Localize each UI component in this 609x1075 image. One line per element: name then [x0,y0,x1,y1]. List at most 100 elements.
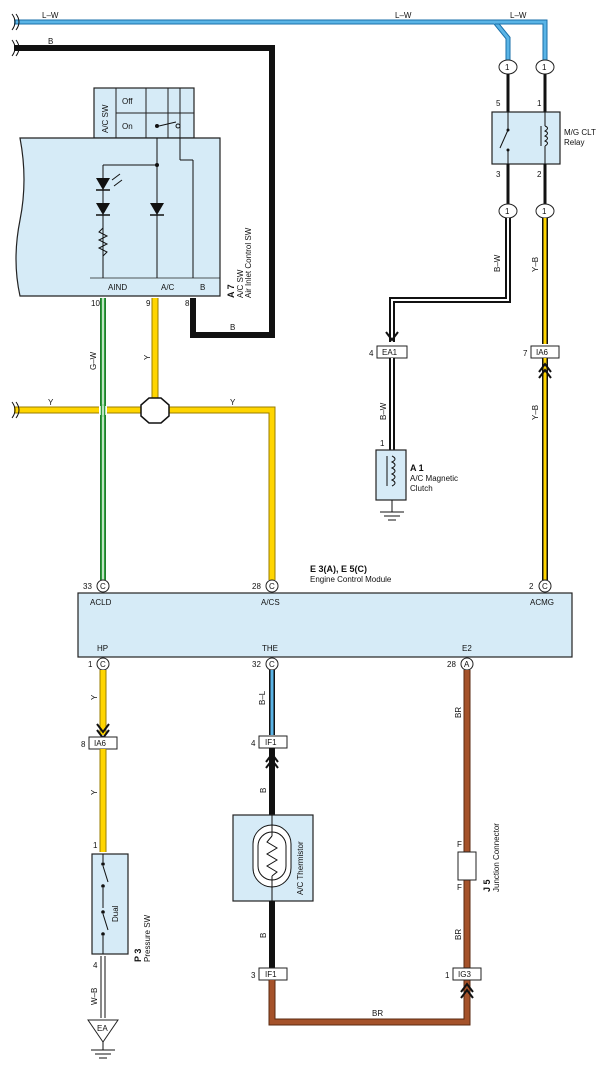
break-mark-y [11,401,20,419]
label-br-e2: BR [454,707,463,718]
label-y-left: Y [48,398,54,407]
pressure-pin-top: 1 [93,841,98,850]
ground-ea-label: EA [97,1024,108,1033]
label-bw-relay: B–W [493,254,502,272]
svg-text:1: 1 [542,63,547,72]
svg-text:33: 33 [83,582,92,591]
splice-point [140,397,170,424]
junction-connector [457,851,477,881]
label-b-thermistor-top: B [259,788,268,793]
clutch-name-1: A/C Magnetic [410,474,458,483]
svg-text:EA1: EA1 [382,348,398,357]
svg-text:1: 1 [88,660,93,669]
relay-name-2: Relay [564,138,584,147]
label-pin-ac: A/C [161,283,175,292]
label-br-bottom: BR [372,1009,383,1018]
label-br-junction: BR [454,929,463,940]
ecm-label-hp: HP [97,644,108,653]
break-mark-top [11,13,20,31]
label-wb: W–B [90,988,99,1005]
clutch-body [375,449,407,501]
a7-id: A 7 [226,284,236,298]
a7-switch-header [93,87,195,139]
wire-br [268,670,471,1026]
a7-internal [96,138,194,278]
junction-pin-top: F [457,840,462,849]
ecm-id: E 3(A), E 5(C) [310,564,367,574]
crossing-gap [99,406,107,415]
label-bw-clutch: B–W [379,402,388,420]
clutch-ground-icon [380,500,404,521]
label-yb-ecm: Y–B [531,405,540,420]
svg-text:8: 8 [81,740,86,749]
ecm-label-acs: A/CS [261,598,280,607]
svg-text:1: 1 [542,207,547,216]
label-off: Off [122,97,133,106]
label-lw-right: L–W [510,11,527,20]
svg-text:IA6: IA6 [94,739,107,748]
wire-bw-relay [389,218,511,342]
svg-text:32: 32 [252,660,261,669]
ecm-body [77,592,573,658]
label-y-pressure: Y [90,789,99,795]
label-lw-left: L–W [42,11,59,20]
label-y-hp: Y [90,694,99,700]
pin-num-9: 9 [146,299,151,308]
wire-lw-top [14,19,548,60]
a7-body [15,137,221,297]
label-on: On [122,122,133,131]
svg-text:28: 28 [252,582,261,591]
svg-text:IF1: IF1 [265,738,277,747]
svg-text:IA6: IA6 [536,348,549,357]
svg-text:3: 3 [251,971,256,980]
pin-num-8: 8 [185,299,190,308]
svg-text:1: 1 [505,63,510,72]
junction-name: Junction Connector [492,823,501,892]
a7-name1: A/C SW [236,269,245,298]
pressure-sw-id: P 3 [133,949,143,962]
ecm-label-the: THE [262,644,278,653]
connector-ig3 [452,967,482,981]
svg-text:4: 4 [369,349,374,358]
arrow-ea1 [385,331,399,342]
ecm-label-acld: ACLD [90,598,112,607]
ecm-name: Engine Control Module [310,575,392,584]
ecm-label-acmg: ACMG [530,598,554,607]
wire-y-horizontal [14,406,276,580]
svg-text:IF1: IF1 [265,970,277,979]
pressure-sw-body [91,853,129,955]
pressure-sw-name: Pressure SW [143,914,152,962]
svg-text:7: 7 [523,349,528,358]
ground-symbol-icon [91,1042,115,1059]
a7-name2: Air Inlet Control SW [244,227,253,298]
svg-text:C: C [100,582,106,591]
ecm-pin-acmg [538,579,552,593]
clutch-pin: 1 [380,439,385,448]
relay-pin2: 2 [537,170,542,179]
svg-text:C: C [269,582,275,591]
label-lw-mid: L–W [395,11,412,20]
wire-gw [100,298,106,580]
label-b-a7: B [230,323,235,332]
label-aind: AIND [108,283,127,292]
thermistor-resistor-icon [266,835,278,877]
clutch-name-2: Clutch [410,484,433,493]
pressure-sw-internal [101,854,109,954]
svg-text:28: 28 [447,660,456,669]
ground-ea-icon [87,1019,119,1043]
pin-num-10: 10 [91,299,100,308]
svg-text:C: C [269,660,275,669]
svg-text:C: C [100,660,106,669]
relay-pin3: 3 [496,170,501,179]
label-y-ac: Y [143,354,152,360]
svg-text:4: 4 [251,739,256,748]
label-b-top: B [48,37,53,46]
label-yb-relay: Y–B [531,257,540,272]
relay-pin5: 5 [496,99,501,108]
label-y-right: Y [230,398,236,407]
ecm-pin-acs [265,579,279,593]
ecm-pin-acld [96,579,110,593]
label-pin-b: B [200,283,205,292]
